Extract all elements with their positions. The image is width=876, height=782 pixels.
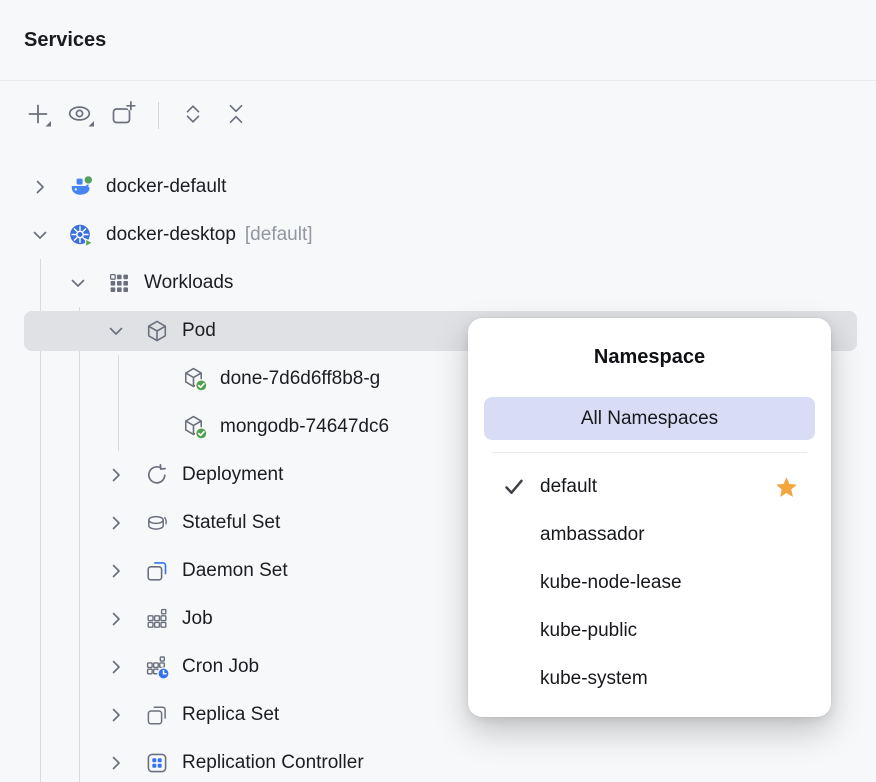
collapse-all-button[interactable] [218,97,254,133]
add-service-button[interactable] [20,97,56,133]
popup-title: Namespace [593,346,706,368]
checkmark-placeholder [502,667,526,691]
workloads-grid-icon [106,270,132,296]
tree-row-docker-desktop[interactable]: docker-desktop [default] [0,211,876,259]
new-tab-plus-icon [109,99,139,132]
tree-row-label: Cron Job [182,656,260,677]
tree-row-replication-controller[interactable]: Replication Controller [0,739,876,782]
indent-guide [118,355,119,451]
tree-row-workloads[interactable]: Workloads [0,259,876,307]
namespace-label: kube-node-lease [540,572,682,593]
tree-row-label: done-7d6d6ff8b8-g [220,368,381,389]
chevron-right-icon[interactable] [104,463,128,487]
toolbar-separator [158,101,159,129]
tree-row-cron-job[interactable]: Cron Job [0,643,876,691]
tree-row-daemon-set[interactable]: Daemon Set [0,547,876,595]
docker-icon [68,174,94,200]
chevron-down-icon[interactable] [66,271,90,295]
tree-row-pod-mongodb[interactable]: mongodb-74647dc6 [0,403,876,451]
checkmark-icon [502,475,526,499]
chevron-down-icon[interactable] [28,223,52,247]
expand-all-icon [178,99,208,132]
tree-row-label: Deployment [182,464,284,485]
namespace-option-default[interactable]: default [468,463,831,511]
tree-row-label: docker-default [106,176,227,197]
namespace-popup: Namespace All Namespaces default ambassa… [468,318,831,717]
tree-row-replica-set[interactable]: Replica Set [0,691,876,739]
pod-running-icon [182,414,208,440]
namespace-label: ambassador [540,524,645,545]
pod-cube-icon [144,318,170,344]
namespace-list: default ambassador kube-node-lease kube-… [468,463,831,703]
expand-all-button[interactable] [175,97,211,133]
chevron-right-icon[interactable] [104,607,128,631]
daemon-set-icon [144,558,170,584]
chevron-right-icon[interactable] [104,559,128,583]
tree-row-label: Stateful Set [182,512,281,533]
namespace-label: kube-system [540,668,648,689]
tree-row-pod-done[interactable]: done-7d6d6ff8b8-g [0,355,876,403]
checkmark-placeholder [502,619,526,643]
checkmark-placeholder [502,571,526,595]
chevron-right-icon[interactable] [104,751,128,775]
namespace-option-kube-public[interactable]: kube-public [468,607,831,655]
tree-row-label: Workloads [144,272,234,293]
chevron-right-icon[interactable] [104,703,128,727]
tool-window-header: Services [0,0,876,81]
popup-separator [492,452,807,453]
tree-row-docker-default[interactable]: docker-default [0,163,876,211]
indent-guide [79,307,80,782]
replication-controller-icon [144,750,170,776]
chevron-right-icon[interactable] [104,511,128,535]
toolbar [0,81,876,149]
tree-row-deployment[interactable]: Deployment [0,451,876,499]
tree-row-suffix: [default] [244,224,313,245]
collapse-all-icon [221,99,251,132]
tree-row-label: mongodb-74647dc6 [220,416,390,437]
cron-job-icon [144,654,170,680]
plus-with-dropdown-icon [23,99,53,132]
job-icon [144,606,170,632]
kubernetes-icon [68,222,94,248]
tree-row-label: docker-desktop [106,224,236,245]
stateful-set-icon [144,510,170,536]
tree-row-label: Replication Controller [182,752,364,773]
tree-row-label: Daemon Set [182,560,288,581]
deployment-icon [144,462,170,488]
tree-row-label: Replica Set [182,704,280,725]
star-icon[interactable] [774,475,799,500]
namespace-label: default [540,476,598,497]
namespace-label: kube-public [540,620,638,641]
tree-row-label: Job [182,608,213,629]
tree-row-job[interactable]: Job [0,595,876,643]
checkmark-placeholder [502,523,526,547]
namespace-option-kube-node-lease[interactable]: kube-node-lease [468,559,831,607]
replica-set-icon [144,702,170,728]
tree-row-stateful-set[interactable]: Stateful Set [0,499,876,547]
open-in-new-tab-button[interactable] [106,97,142,133]
eye-with-dropdown-icon [66,99,96,132]
pod-running-icon [182,366,208,392]
view-options-button[interactable] [63,97,99,133]
namespace-option-kube-system[interactable]: kube-system [468,655,831,703]
chevron-down-icon[interactable] [104,319,128,343]
namespace-option-ambassador[interactable]: ambassador [468,511,831,559]
tree-row-label: Pod [182,320,216,341]
chevron-right-icon[interactable] [28,175,52,199]
page-title: Services [24,28,107,51]
all-namespaces-option[interactable]: All Namespaces [484,397,815,440]
chevron-right-icon[interactable] [104,655,128,679]
indent-guide [40,259,41,782]
